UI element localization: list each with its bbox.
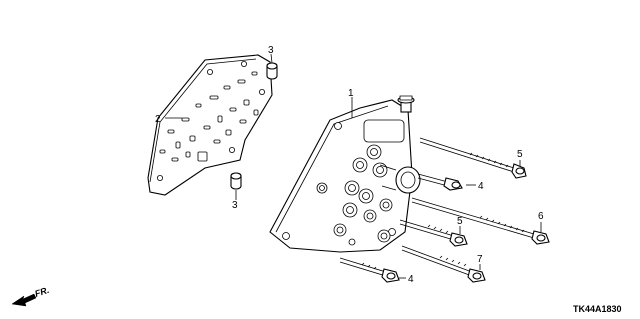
bolt-4-lower bbox=[339, 257, 400, 283]
diagram-code: TK44A1830 bbox=[573, 304, 622, 314]
callout-1: 1 bbox=[348, 88, 354, 99]
callout-6: 6 bbox=[538, 211, 544, 222]
callout-4-lower: 4 bbox=[408, 274, 414, 285]
plate-holes bbox=[156, 61, 265, 181]
bolt-5-lower bbox=[399, 219, 468, 247]
callout-2: 2 bbox=[155, 114, 161, 125]
top-fitting bbox=[397, 95, 415, 113]
solenoid-unit bbox=[379, 164, 421, 194]
bolt-6 bbox=[411, 197, 550, 245]
callout-3-lower: 3 bbox=[232, 200, 238, 211]
separator-plate bbox=[147, 54, 273, 196]
callout-7: 7 bbox=[477, 254, 483, 265]
dowel-pin-lower bbox=[230, 172, 242, 190]
leader-lines bbox=[165, 53, 542, 279]
callout-4-upper: 4 bbox=[478, 181, 484, 192]
callout-3-upper: 3 bbox=[268, 45, 274, 56]
front-label: FR. bbox=[34, 285, 51, 299]
bolt-4-upper bbox=[417, 173, 463, 191]
front-direction-indicator: FR. bbox=[11, 285, 51, 307]
front-arrow-icon bbox=[11, 293, 37, 307]
dowel-pin-upper bbox=[266, 62, 278, 80]
callout-5-lower: 5 bbox=[457, 216, 463, 227]
bolt-5-upper bbox=[419, 137, 527, 179]
valve-spool-bores bbox=[316, 119, 405, 243]
callout-5-upper: 5 bbox=[517, 149, 523, 160]
bolt-7 bbox=[401, 245, 486, 283]
valve-body-assembly bbox=[269, 95, 421, 253]
